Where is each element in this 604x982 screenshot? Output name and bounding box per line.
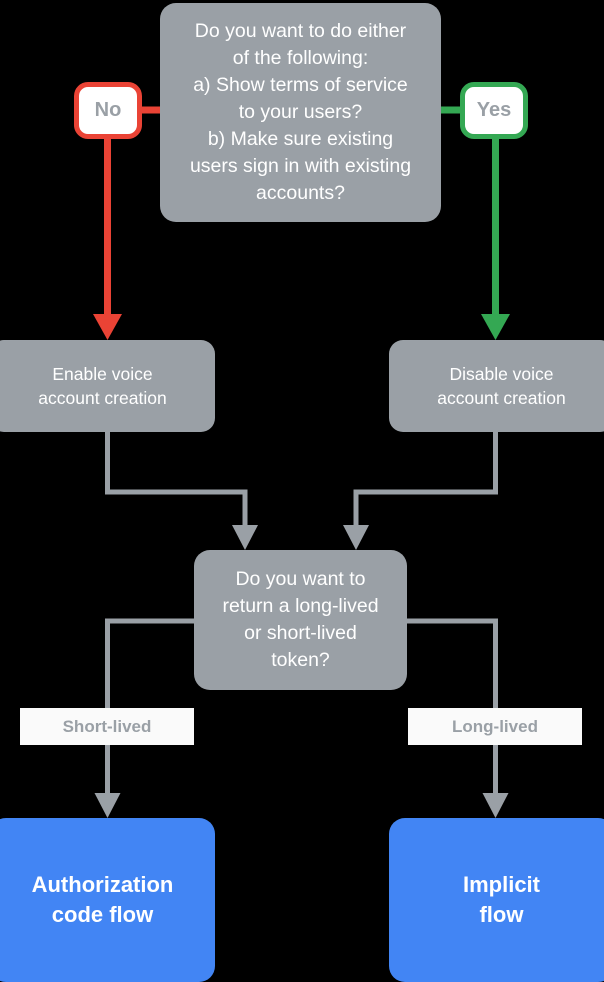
edge-badge-no[interactable]: No — [74, 82, 142, 139]
result-node-authorization-code-flow[interactable]: Authorization code flow — [0, 818, 215, 982]
decision-node-terms-label: Do you want to do either of the followin… — [189, 20, 412, 204]
edge-yes-to-disable-arrowhead — [481, 314, 510, 340]
decision-node-token-lifetime[interactable]: Do you want to return a long-lived or sh… — [194, 550, 407, 690]
edge-badge-no-label: No — [94, 99, 122, 121]
enable-node-label: Enable voice account creation — [38, 363, 167, 408]
edge-label-short-lived: Short-lived — [20, 708, 194, 745]
auth-flow-label: Authorization code flow — [31, 872, 174, 927]
process-node-disable-voice-account-creation[interactable]: Disable voice account creation — [389, 340, 604, 432]
edge-label-short-lived-text: Short-lived — [62, 716, 152, 736]
implicit-flow-label: Implicit flow — [462, 872, 540, 927]
edge-label-long-lived: Long-lived — [408, 708, 582, 745]
decision-node-terms-or-existing-accounts[interactable]: Do you want to do either of the followin… — [160, 3, 441, 222]
edge-disable-to-token-arrowhead — [343, 525, 369, 550]
edge-label-long-lived-text: Long-lived — [452, 716, 538, 736]
edge-enable-to-token-arrowhead — [232, 525, 258, 550]
edge-badge-yes-label: Yes — [476, 99, 512, 121]
result-node-implicit-flow[interactable]: Implicit flow — [389, 818, 604, 982]
disable-node-label: Disable voice account creation — [437, 363, 566, 408]
edge-token-to-auth-arrowhead — [94, 793, 121, 818]
edge-enable-to-token — [105, 432, 248, 527]
process-node-enable-voice-account-creation[interactable]: Enable voice account creation — [0, 340, 215, 432]
edge-token-to-implicit-arrowhead — [482, 793, 509, 818]
edge-disable-to-token — [353, 432, 498, 527]
edge-badge-yes[interactable]: Yes — [460, 82, 528, 139]
decision-node-token-label: Do you want to return a long-lived or sh… — [222, 568, 379, 671]
edge-no-to-enable-arrowhead — [93, 314, 122, 340]
